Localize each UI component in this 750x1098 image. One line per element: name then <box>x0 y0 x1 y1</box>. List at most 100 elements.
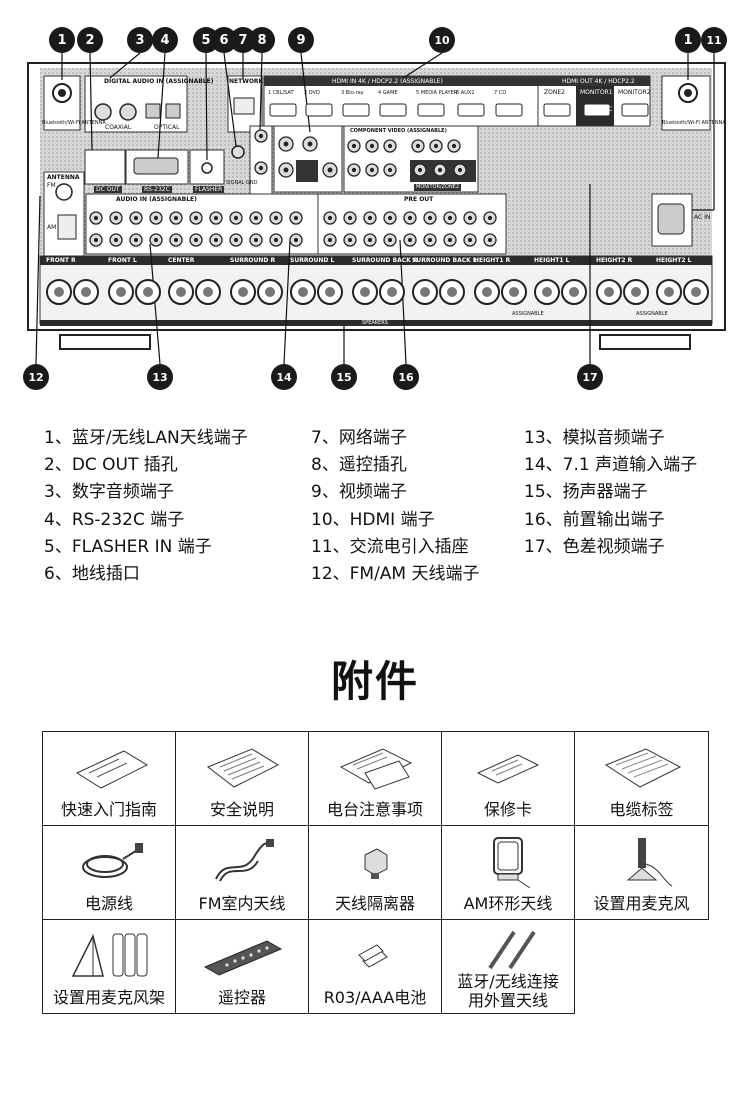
legend-item: 13、模拟音频端子 <box>524 428 665 448</box>
callout-10: 10 <box>429 27 455 53</box>
label-optical: OPTICAL <box>154 124 180 131</box>
legend-column-2: 7、网络端子 8、遥控插孔 9、视频端子 10、HDMI 端子 11、交流电引入… <box>311 425 480 588</box>
remote-control-icon <box>176 926 308 986</box>
label-audio-in: AUDIO IN (ASSIGNABLE) <box>116 196 197 203</box>
legend-item: 8、遥控插孔 <box>311 455 407 476</box>
accessory-cell: 快速入门指南 <box>42 731 176 826</box>
hdmi-input-label: 3 Blu-ray <box>341 90 364 96</box>
fm-antenna-icon <box>176 832 308 892</box>
speaker-group-label: FRONT R <box>46 257 76 264</box>
accessory-cell: 遥控器 <box>175 919 309 1014</box>
hdmi-out-port <box>543 103 571 117</box>
callout-12: 12 <box>23 364 49 390</box>
rear-panel-jacks <box>46 103 709 305</box>
power-cord-icon <box>43 832 175 892</box>
label-zone2: ZONE2 <box>544 89 565 96</box>
legend-item: 16、前置输出端子 <box>524 509 665 530</box>
label-fm: FM <box>47 182 56 189</box>
accessory-label: 蓝牙/无线连接 用外置天线 <box>457 972 559 1010</box>
legend-item: 5、FLASHER IN 端子 <box>44 536 212 557</box>
label-arc: ARC <box>600 106 613 113</box>
hdmi-port <box>305 103 333 117</box>
callout-16: 16 <box>393 364 419 390</box>
legend-item: 9、视频端子 <box>311 482 407 503</box>
callout-17: 17 <box>577 364 603 390</box>
hdmi-port <box>269 103 297 117</box>
accessory-cell: AM环形天线 <box>441 825 575 920</box>
external-antenna-icon <box>442 920 574 980</box>
hdmi-input-label: 5 MEDIA PLAYER <box>416 90 458 96</box>
accessory-cell: 保修卡 <box>441 731 575 826</box>
callout-1-right: 1 <box>675 27 701 53</box>
accessory-label: 安全说明 <box>209 800 274 819</box>
callout-3: 3 <box>127 27 153 53</box>
accessory-cell: 安全说明 <box>175 731 309 826</box>
label-assignable-1: ASSIGNABLE <box>512 311 544 317</box>
accessory-label: FM室内天线 <box>198 894 286 913</box>
hdmi-input-label: 2 DVD <box>304 90 320 96</box>
booklet-icon <box>43 738 175 798</box>
terminal-legend: 1、蓝牙/无线LAN天线端子 2、DC OUT 插孔 3、数字音频端子 4、RS… <box>0 425 750 595</box>
legend-item: 3、数字音频端子 <box>44 482 174 503</box>
hdmi-out-port <box>621 103 649 117</box>
label-speakers: SPEAKERS <box>360 320 390 326</box>
speaker-group-label: HEIGHT1 L <box>534 257 570 264</box>
hdmi-port <box>495 103 523 117</box>
accessory-label: 快速入门指南 <box>60 800 157 819</box>
accessory-label: 电缆标签 <box>609 800 674 819</box>
accessories-grid: 快速入门指南 安全说明 电台注意事项 保修卡 电缆标签 电源线 FM室 <box>42 731 709 1014</box>
hdmi-input-label: 1 CBL/SAT <box>268 90 294 96</box>
hdmi-input-label: 4 GAME <box>378 90 398 96</box>
speaker-group-label: SURROUND BACK L <box>412 257 477 264</box>
speaker-group-label: SURROUND L <box>290 257 335 264</box>
speaker-group-label: CENTER <box>168 257 195 264</box>
microphone-stand-icon <box>43 926 175 986</box>
callout-11: 11 <box>701 27 727 53</box>
label-component: COMPONENT VIDEO (ASSIGNABLE) <box>350 128 447 134</box>
accessory-cell: 设置用麦克风架 <box>42 919 176 1014</box>
accessory-label: R03/AAA电池 <box>323 988 427 1007</box>
accessory-cell: 电源线 <box>42 825 176 920</box>
hdmi-port <box>457 103 485 117</box>
accessory-label: AM环形天线 <box>463 894 553 913</box>
label-ac-in: AC IN <box>694 214 711 221</box>
speaker-group-label: HEIGHT2 L <box>656 257 692 264</box>
legend-item: 1、蓝牙/无线LAN天线端子 <box>44 428 248 448</box>
label-am: AM <box>47 224 57 231</box>
label-monitor2: MONITOR2 <box>618 89 651 96</box>
hdmi-port <box>379 103 407 117</box>
accessory-cell: R03/AAA电池 <box>308 919 442 1014</box>
accessory-label: 设置用麦克风架 <box>52 988 165 1007</box>
speaker-group-label: HEIGHT2 R <box>596 257 633 264</box>
hdmi-input-label: 7 CD <box>494 90 507 96</box>
label-rs232c: RS-232C <box>142 186 172 193</box>
callout-13: 13 <box>147 364 173 390</box>
legend-item: 10、HDMI 端子 <box>311 509 435 530</box>
label-hdmi-out: HDMI OUT 4K / HDCP2.2 <box>560 78 637 85</box>
label-digital-audio: DIGITAL AUDIO IN (ASSIGNABLE) <box>104 78 214 85</box>
accessory-cell: 电台注意事项 <box>308 731 442 826</box>
accessory-label: 设置用麦克风 <box>593 894 690 913</box>
notice-sheet-icon <box>309 738 441 798</box>
callout-2: 2 <box>77 27 103 53</box>
accessories-title: 附件 <box>330 657 419 706</box>
legend-item: 14、7.1 声道输入端子 <box>524 455 698 476</box>
legend-item: 15、扬声器端子 <box>524 482 648 503</box>
hdmi-out-port <box>583 103 611 117</box>
speaker-group-label: SURROUND R <box>230 257 276 264</box>
legend-column-3: 13、模拟音频端子 14、7.1 声道输入端子 15、扬声器端子 16、前置输出… <box>524 425 697 561</box>
accessory-label: 遥控器 <box>217 988 266 1007</box>
label-bt-antenna-right: Bluetooth/Wi-Fi ANTENNA <box>662 120 726 126</box>
callout-4: 4 <box>152 27 178 53</box>
am-loop-antenna-icon <box>442 832 574 892</box>
antenna-isolator-icon <box>309 832 441 892</box>
left-foot <box>59 334 151 350</box>
accessory-label: 电台注意事项 <box>326 800 423 819</box>
label-signal-gnd: SIGNAL GND <box>226 180 258 186</box>
legend-item: 6、地线插口 <box>44 564 140 585</box>
callout-15: 15 <box>331 364 357 390</box>
cable-label-sheet-icon <box>575 738 708 798</box>
label-antenna: ANTENNA <box>47 174 80 181</box>
label-coaxial: COAXIAL <box>105 124 132 131</box>
callout-1: 1 <box>49 27 75 53</box>
